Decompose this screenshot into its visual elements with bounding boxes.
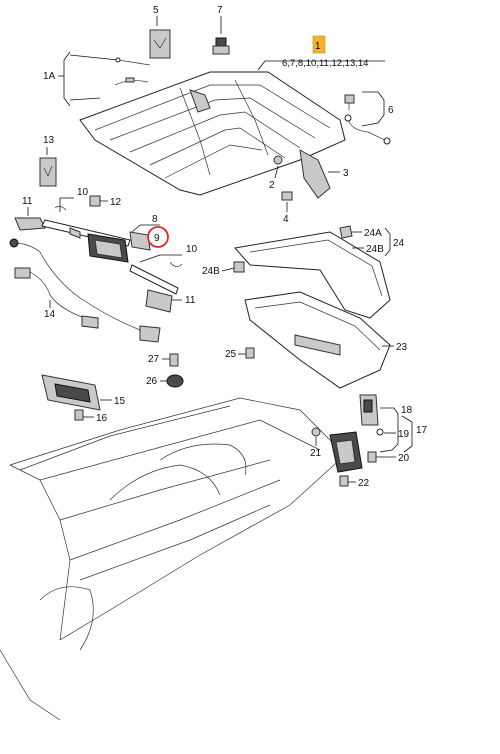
label-20: 20 <box>398 453 410 464</box>
part-1A-callout: 1A <box>43 51 151 107</box>
label-3: 3 <box>343 168 349 179</box>
lock-mechanism: 18 17 19 20 21 22 <box>310 394 428 489</box>
label-21: 21 <box>310 448 322 459</box>
part-25: 25 <box>225 347 255 360</box>
label-10-a: 10 <box>77 187 89 198</box>
label-1-part-list: 6,7,8,10,11,12,13,14 <box>282 58 368 69</box>
label-5: 5 <box>153 5 159 16</box>
part-5: 5 <box>149 5 171 59</box>
label-18: 18 <box>401 405 413 416</box>
part-10-b: 10 <box>129 244 198 295</box>
label-9: 9 <box>154 233 160 244</box>
label-12: 12 <box>110 197 122 208</box>
label-6: 6 <box>388 105 394 116</box>
part-1-callout: 1 6,7,8,10,11,12,13,14 <box>257 35 385 71</box>
label-15: 15 <box>114 396 126 407</box>
label-1: 1 <box>315 41 321 52</box>
part-6: 6 <box>344 91 394 145</box>
part-13: 13 <box>39 135 57 187</box>
part-4: 4 <box>281 191 293 225</box>
label-4: 4 <box>283 214 289 225</box>
label-2: 2 <box>269 180 275 191</box>
part-23-cover: 23 <box>244 291 408 389</box>
label-14: 14 <box>44 309 56 320</box>
label-25: 25 <box>225 349 237 360</box>
label-13: 13 <box>43 135 55 146</box>
part-15-switch: 15 <box>41 374 126 411</box>
part-26: 26 <box>146 374 184 388</box>
part-16: 16 <box>74 409 108 424</box>
label-26: 26 <box>146 376 158 387</box>
convertible-top-frame <box>79 71 346 199</box>
label-1A: 1A <box>43 71 56 82</box>
part-3: 3 <box>328 168 349 179</box>
car-body-outline <box>0 397 346 721</box>
actuator-assembly: 11 10 12 8 <box>14 187 160 263</box>
part-1-highlight-box <box>312 35 326 54</box>
part-14-wiring-harness: 14 <box>9 238 161 343</box>
label-23: 23 <box>396 342 408 353</box>
label-7: 7 <box>217 5 223 16</box>
part-2: 2 <box>269 155 283 191</box>
label-16: 16 <box>96 413 108 424</box>
label-11-a: 11 <box>22 196 33 207</box>
label-24B-left: 24B <box>202 266 220 277</box>
part-24-cover: 24A 24B 24 24B <box>202 225 405 319</box>
part-7: 7 <box>212 5 230 55</box>
label-11-b: 11 <box>185 295 196 306</box>
part-11-b: 11 <box>145 289 196 313</box>
label-24A: 24A <box>364 228 382 239</box>
label-24: 24 <box>393 238 405 249</box>
label-19: 19 <box>398 429 410 440</box>
label-17: 17 <box>416 425 428 436</box>
part-9-callout: 9 <box>147 226 169 248</box>
label-24B: 24B <box>366 244 384 255</box>
label-22: 22 <box>358 478 370 489</box>
part-9-highlight-circle <box>147 226 169 248</box>
label-27: 27 <box>148 354 160 365</box>
part-27: 27 <box>148 353 179 367</box>
label-8: 8 <box>152 214 158 225</box>
label-10-b: 10 <box>186 244 198 255</box>
